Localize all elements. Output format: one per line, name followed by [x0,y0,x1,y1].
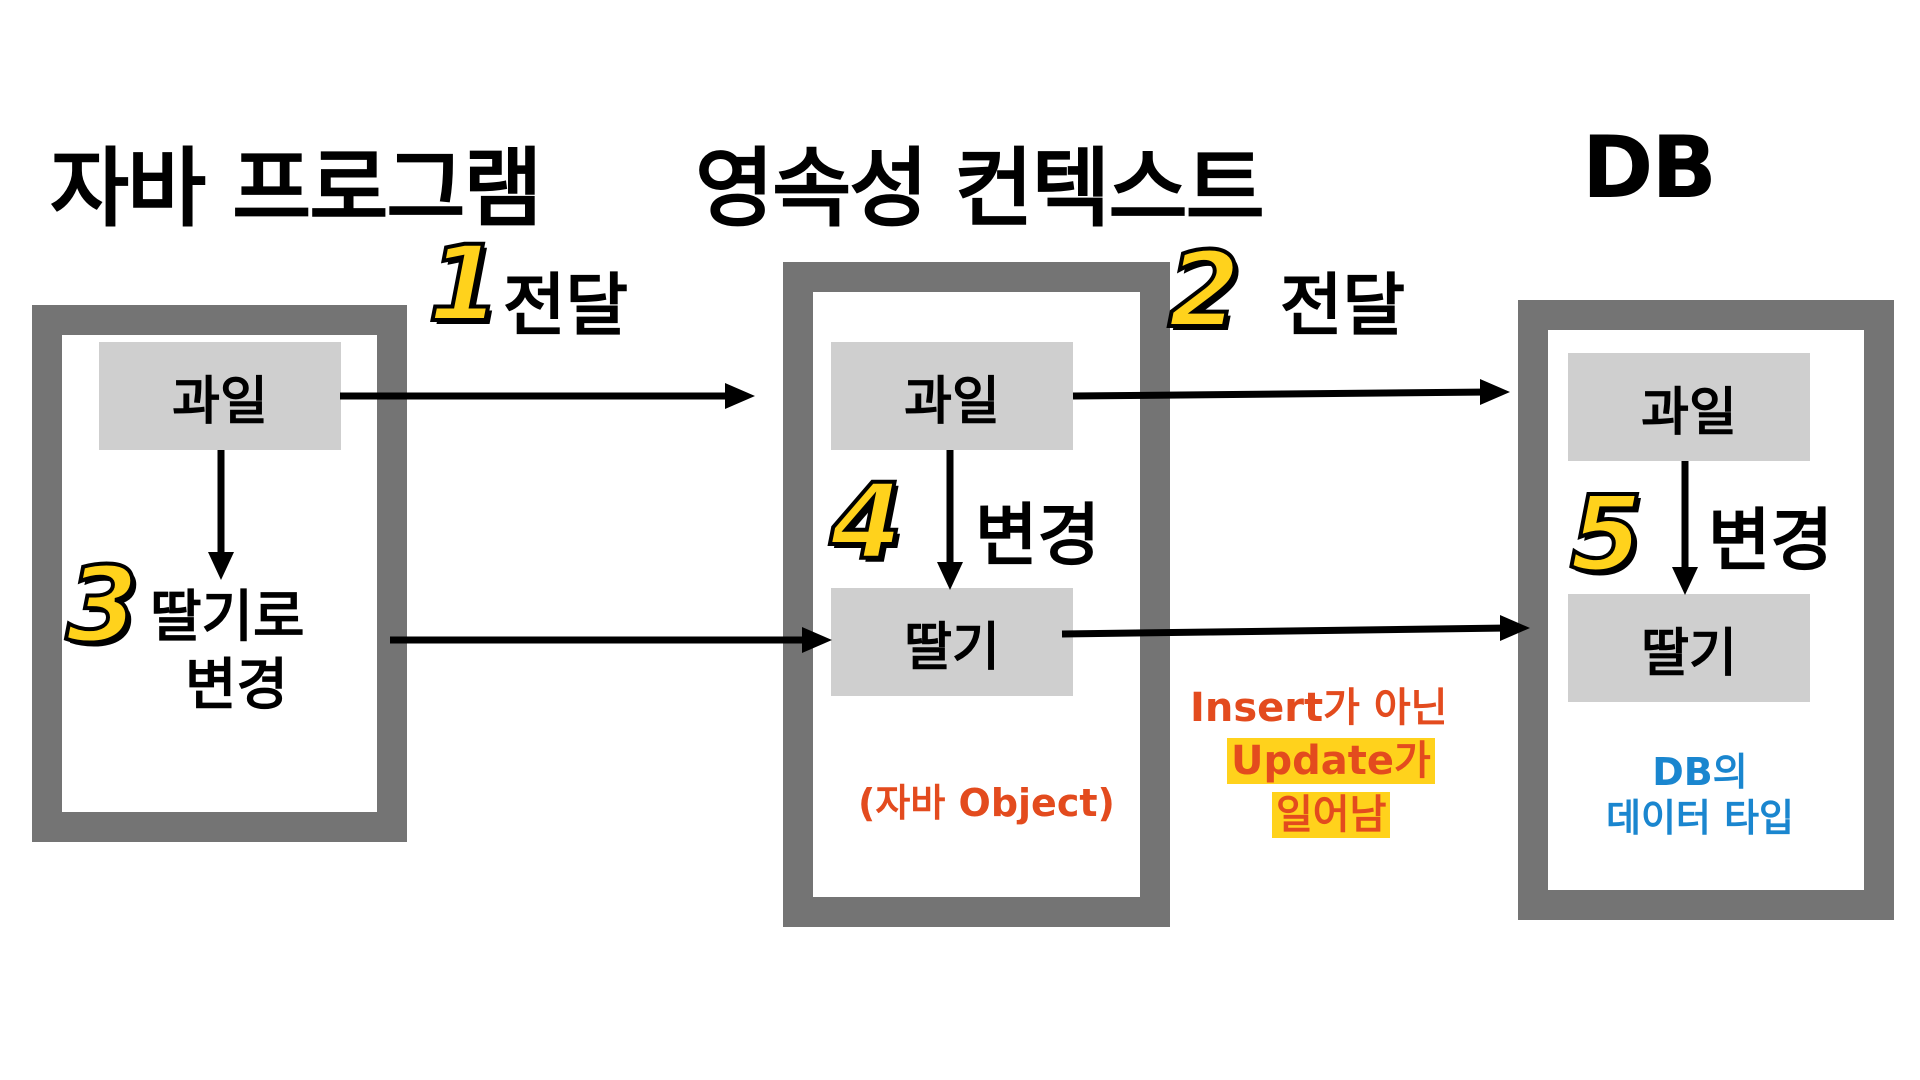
arrow-context-to-db [1061,624,1509,638]
step3-number-icon: 3 [64,544,140,666]
update-note-line2-text: Update가 [1227,738,1435,784]
step2-number-icon: 2 [1166,229,1242,351]
step3-label-line1: 딸기로 [150,585,305,650]
arrowhead-step3 [208,552,234,580]
db-strawberry-cell: 딸기 [1568,594,1810,702]
step2-label: 전달 [1280,267,1406,346]
update-note-line3-text: 일어남 [1272,792,1391,838]
java-fruit-cell: 과일 [99,342,341,450]
arrow-step2 [1072,388,1491,400]
heading-db: DB [1582,118,1717,218]
step1-number-icon: 1 [426,223,502,345]
step4-label: 변경 [975,497,1101,576]
context-fruit-cell: 과일 [831,342,1073,450]
update-note-line2: Update가 [1227,728,1435,786]
step5-label: 변경 [1708,502,1834,581]
step3-label-line2: 변경 [185,653,289,718]
arrowhead-step4 [937,562,963,590]
java-object-note: (자바 Object) [858,781,1115,825]
db-datatype-note: DB의 데이터 타입 [1590,750,1810,841]
step1-label: 전달 [503,267,629,346]
arrowhead-context-to-db [1500,615,1530,641]
db-note-line1: DB의 [1652,750,1748,794]
heading-persistence-context: 영속성 컨텍스트 [695,139,1265,239]
step5-number-icon: 5 [1568,473,1644,595]
heading-java-program: 자바 프로그램 [50,139,543,239]
arrowhead-step1 [725,383,755,409]
arrowhead-step2 [1480,379,1510,405]
step4-number-icon: 4 [828,461,904,583]
update-note-line3: 일어남 [1272,782,1391,840]
arrowhead-step5 [1672,567,1698,595]
arrowhead-left-to-context [802,627,832,653]
context-strawberry-cell: 딸기 [831,588,1073,696]
db-note-line2: 데이터 타입 [1605,795,1795,840]
update-note-line1: Insert가 아닌 [1190,685,1448,731]
db-fruit-cell: 과일 [1568,353,1810,461]
